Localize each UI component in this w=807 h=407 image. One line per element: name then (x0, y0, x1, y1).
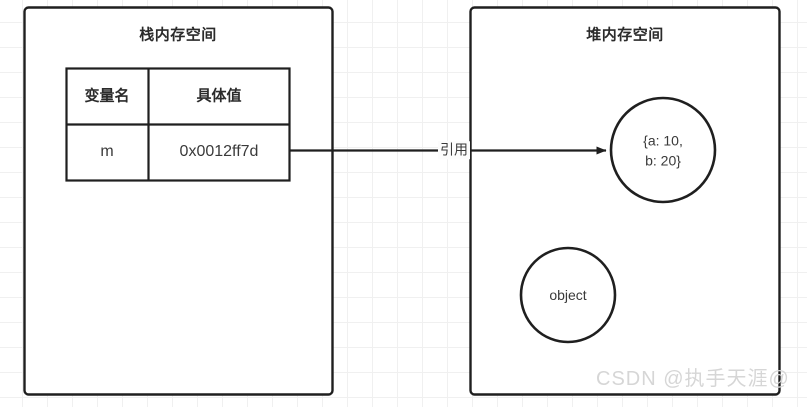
stack-value-cell: 0x0012ff7d (179, 143, 259, 160)
object-value-circle (609, 96, 717, 204)
object-node-label: object (549, 286, 587, 303)
object-value-node-label: {a: 10, b: 20} (643, 131, 683, 172)
reference-edge-label: 引用 (438, 141, 470, 159)
stack-table-header-variable-name: 变量名 (84, 87, 130, 105)
object-circle (519, 246, 617, 344)
stack-memory-title: 栈内存空间 (139, 26, 217, 44)
csdn-watermark: CSDN @执手天涯@ (596, 368, 790, 390)
object-value-node-label-line2: b: 20} (645, 153, 681, 169)
stack-table-header-value: 具体值 (196, 87, 242, 105)
stack-variable-name-cell: m (100, 143, 114, 160)
heap-memory-title: 堆内存空间 (586, 26, 664, 44)
object-value-node-label-line1: {a: 10, (643, 132, 683, 149)
stack-memory-box (23, 6, 334, 396)
heap-memory-box (469, 6, 781, 396)
